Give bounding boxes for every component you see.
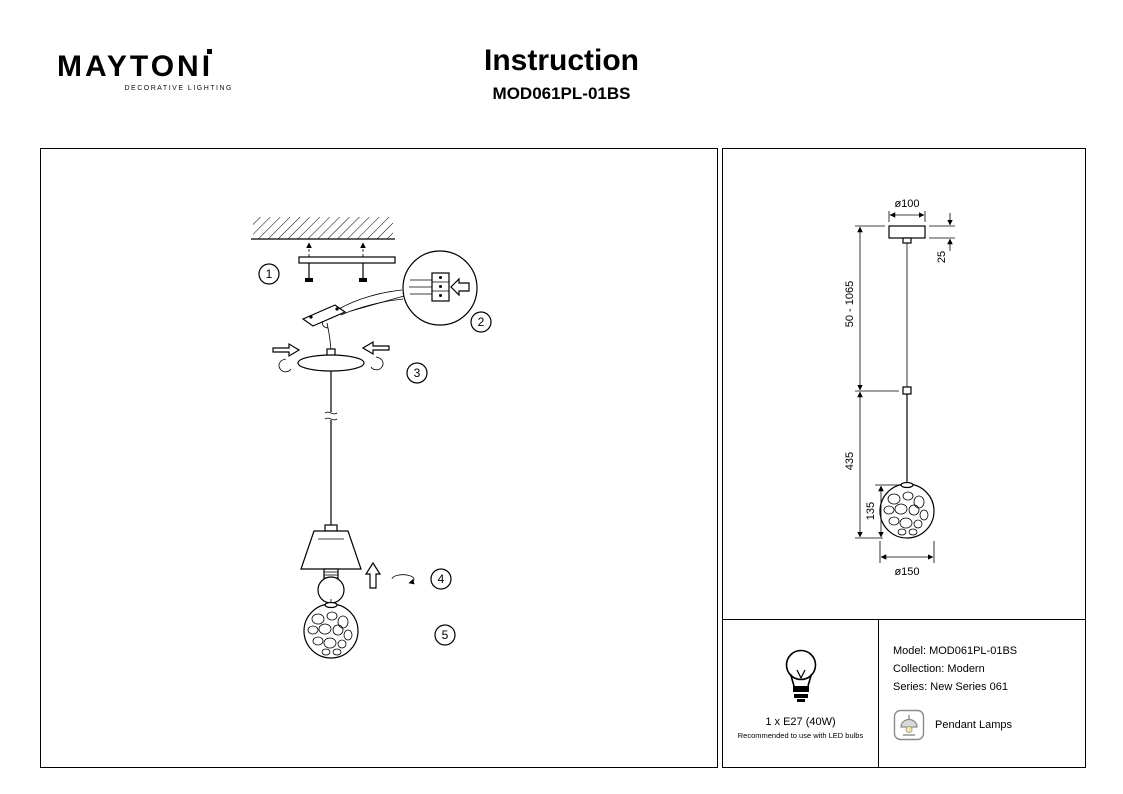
step1-mounting-bracket	[298, 242, 396, 282]
dim-overall-drop: 435	[844, 391, 883, 539]
info-row: 1 x E27 (40W) Recommended to use with LE…	[723, 620, 1085, 767]
step3-canopy	[272, 322, 390, 373]
product-series: Series: New Series 061	[893, 681, 1008, 693]
dim-suspension-length: 50 - 1065	[844, 225, 899, 392]
step1-label: 1	[258, 263, 280, 285]
step2-label: 2	[470, 311, 492, 333]
mounting-plate	[301, 289, 404, 329]
dim-canopy-height: 25	[929, 213, 955, 263]
step4-label: 4	[430, 568, 452, 590]
light-bulb	[317, 568, 345, 604]
step4-number: 4	[438, 572, 445, 586]
product-collection: Collection: Modern	[893, 663, 985, 675]
model-number: MOD061PL-01BS	[492, 84, 631, 103]
dim-label-overall-drop: 435	[844, 452, 856, 470]
ceiling-hatch	[251, 217, 395, 240]
sphere-shade	[303, 599, 359, 659]
step1-number: 1	[266, 267, 273, 281]
dim-label-canopy-height: 25	[936, 251, 948, 263]
assembly-diagram: 1	[251, 217, 492, 659]
logo-wordmark: MAYTONI	[57, 49, 214, 83]
logo-tagline: DECORATIVE LIGHTING	[124, 85, 233, 92]
dimension-drawing-area: ø100 25 50 - 1065	[723, 149, 1085, 620]
logo-dot	[207, 49, 213, 54]
dim-label-canopy-diameter: ø100	[894, 198, 919, 210]
pendant-lamp-icon	[893, 709, 925, 741]
brand-logo: MAYTONI DECORATIVE LIGHTING	[57, 49, 233, 92]
lamp-outline	[879, 225, 935, 539]
bulb-spec-cell: 1 x E27 (40W) Recommended to use with LE…	[723, 620, 879, 767]
dim-label-suspension: 50 - 1065	[844, 281, 856, 327]
bulb-icon	[785, 649, 816, 702]
step2-wiring-detail	[350, 250, 478, 326]
dim-label-shade-height: 135	[865, 502, 877, 520]
title-block: Instruction MOD061PL-01BS	[0, 44, 1123, 104]
assembly-diagram-panel: 1	[40, 148, 718, 768]
page-title: Instruction	[484, 44, 639, 77]
dim-canopy-diameter: ø100	[888, 198, 926, 222]
product-info-cell: Model: MOD061PL-01BS Collection: Modern …	[879, 620, 1085, 767]
step2-number: 2	[478, 315, 485, 329]
bulb-spec: 1 x E27 (40W)	[765, 715, 836, 728]
suspension-rod	[324, 371, 338, 531]
step4-arrows	[364, 561, 415, 589]
step5-label: 5	[434, 624, 456, 646]
dim-shade-diameter: ø150	[879, 541, 935, 578]
step5-number: 5	[442, 628, 449, 642]
spec-panel: ø100 25 50 - 1065	[722, 148, 1086, 768]
dim-shade-height: 135	[865, 484, 901, 538]
bulb-recommendation: Recommended to use with LED bulbs	[737, 730, 864, 740]
product-category: Pendant Lamps	[935, 719, 1013, 731]
step3-number: 3	[414, 366, 421, 380]
step3-label: 3	[406, 362, 428, 384]
logo-text: MAYTONI	[57, 50, 214, 83]
dim-label-shade-diameter: ø150	[894, 566, 919, 578]
product-category-row: Pendant Lamps	[893, 709, 1077, 741]
product-model: Model: MOD061PL-01BS	[893, 645, 1018, 657]
cone-socket	[300, 524, 362, 570]
dimension-diagram: ø100 25 50 - 1065	[844, 198, 955, 578]
